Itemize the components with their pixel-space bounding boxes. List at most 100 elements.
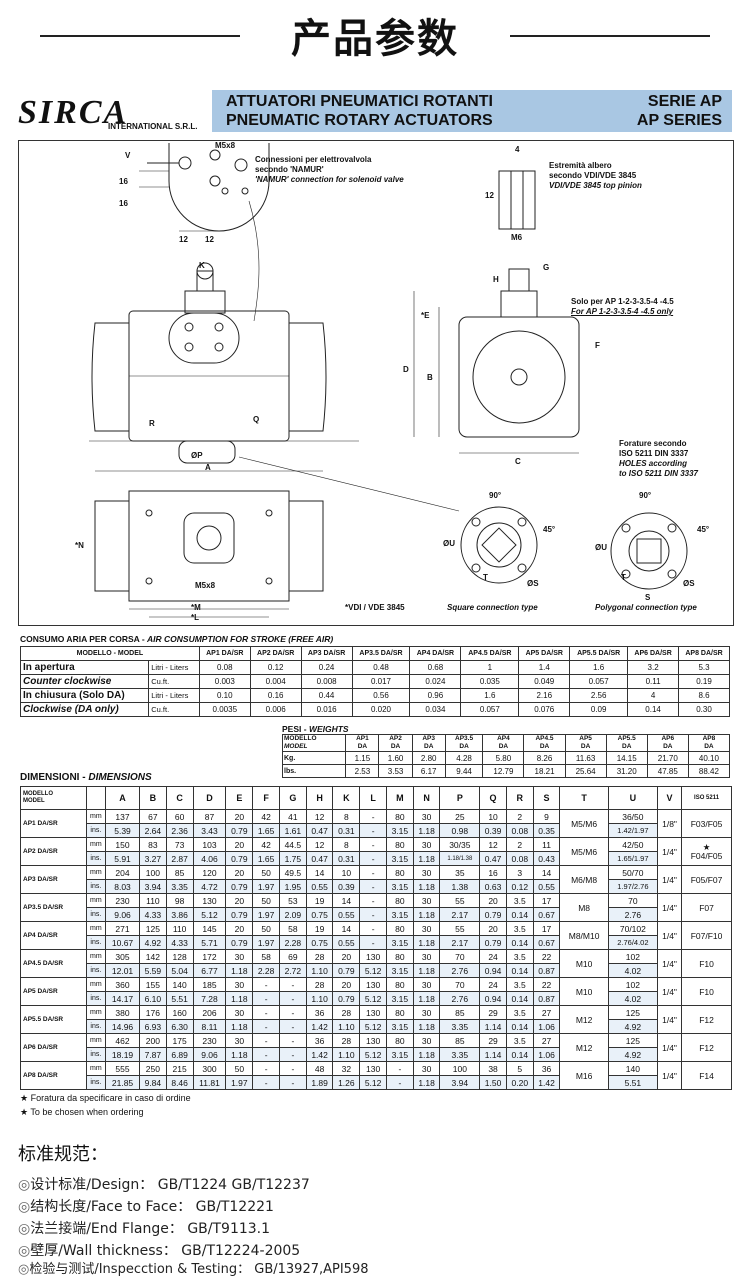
weights-cell: 88.42: [687, 764, 731, 778]
dims-cell: 103: [192, 837, 227, 852]
dims-cell: 185: [192, 977, 227, 992]
air-cell: 3.2: [627, 660, 680, 675]
dims-cell: 204: [105, 865, 140, 880]
dims-cell: 20: [479, 921, 507, 936]
dims-cell: 1.18: [412, 823, 441, 838]
title-english: PNEUMATIC ROTARY ACTUATORS: [226, 112, 493, 129]
dim-label-G: G: [543, 263, 550, 272]
dims-cell-V: 1/4": [656, 1061, 683, 1090]
dims-cell: 1.18: [412, 907, 441, 922]
dims-cell-iso: F10: [681, 977, 732, 1006]
dims-cell: 42: [252, 837, 280, 852]
dims-unit-ins: ins.: [85, 851, 107, 866]
dim-label-M6: M6: [511, 233, 523, 242]
air-cell: 0.020: [351, 702, 411, 717]
dims-cell: 176: [139, 1005, 167, 1020]
dims-cell: 69: [278, 949, 307, 964]
dim-label-V: V: [125, 151, 131, 160]
dims-cell-T: M5/M6: [559, 809, 609, 838]
dims-iso-value: F14: [699, 1070, 714, 1081]
weights-row-unit: lbs.: [281, 764, 347, 778]
dims-cell: 1.10: [332, 1047, 361, 1062]
dims-cell-V: 1/4": [656, 837, 683, 866]
dims-cell: 0.79: [225, 935, 254, 950]
dims-cell: 87: [192, 809, 227, 824]
dims-cell: 0.39: [479, 823, 507, 838]
square-connection: [460, 506, 538, 584]
solo-note-it: Solo per AP 1-2-3-3.5-4 -4.5: [571, 297, 674, 306]
dims-cell: 4.06: [192, 851, 227, 866]
footnote-en: ★ To be chosen when ordering: [20, 1107, 144, 1118]
namur-note-en: 'NAMUR' connection for solenoid valve: [255, 175, 404, 184]
dims-cell: 1.18: [225, 1047, 254, 1062]
dims-cell: 20: [225, 865, 254, 880]
dim-label-S3: S: [645, 593, 651, 602]
dims-cell: 2.28: [278, 935, 307, 950]
dims-cell: 73: [165, 837, 194, 852]
dims-cell: -: [359, 865, 387, 880]
air-cell: 2.16: [518, 688, 571, 703]
dim-label-D: D: [403, 365, 409, 374]
page-title: 产品参数: [291, 16, 459, 62]
dims-cell-U-ins: 1.97/2.76: [607, 879, 658, 894]
dims-cell: 0.35: [532, 823, 561, 838]
dims-cell: 30: [225, 1005, 254, 1020]
dims-cell-U-ins: 1.42/1.97: [607, 823, 658, 838]
dims-cell: 3.5: [505, 921, 534, 936]
dims-cell: 3.5: [505, 893, 534, 908]
weights-cell: 9.44: [444, 764, 484, 778]
dims-cell: 0.31: [332, 851, 361, 866]
dims-cell: 130: [359, 977, 387, 992]
dims-unit-ins: ins.: [85, 1019, 107, 1034]
dims-cell: 130: [192, 893, 227, 908]
dims-cell: 14: [532, 865, 561, 880]
dims-cell: 21.85: [105, 1075, 140, 1090]
namur-note-it: Connessioni per elettrovalvola: [255, 155, 372, 164]
dims-cell: 6.77: [192, 963, 227, 978]
dims-cell: 9: [532, 809, 561, 824]
air-cell: 0.24: [300, 660, 353, 675]
vdi-note: *VDI / VDE 3845: [345, 603, 405, 612]
dims-cell: 0.43: [532, 851, 561, 866]
air-row-label: Counter clockwise: [19, 674, 150, 689]
air-cell: 0.057: [569, 674, 629, 689]
dims-cell: 30: [412, 977, 441, 992]
dims-col-header: B: [139, 786, 167, 810]
namur-flange: [168, 143, 270, 232]
air-header-model: MODELLO - MODEL: [20, 646, 200, 661]
dims-cell: 80: [385, 837, 414, 852]
dims-col-header: T: [559, 786, 609, 810]
dims-col-header: N: [412, 786, 441, 810]
dims-cell: 0.94: [479, 963, 507, 978]
weights-col-model: AP3: [422, 735, 436, 742]
dims-cell: 9.06: [192, 1047, 227, 1062]
dims-iso-value: F10: [699, 986, 714, 997]
bullet-icon: ◎: [18, 1177, 31, 1193]
dims-cell: 10: [479, 809, 507, 824]
dims-cell: 80: [385, 865, 414, 880]
actuator-body-side: [458, 316, 580, 438]
weights-col-model: AP8: [702, 735, 716, 742]
dims-cell: -: [359, 879, 387, 894]
dim-label-M5x8: M5x8: [215, 141, 236, 150]
dims-cell: 120: [192, 865, 227, 880]
dims-cell: 1.38: [439, 879, 481, 894]
dims-cell: 1.42: [305, 1047, 334, 1062]
dims-cell: 0.12: [505, 879, 534, 894]
dims-cell: 2.76: [439, 991, 481, 1006]
dims-model-name: AP8 DA/SR: [20, 1061, 87, 1090]
dims-cell-T: M10: [559, 949, 609, 978]
dims-cell: 36: [305, 1005, 334, 1020]
dims-cell-T: M6/M8: [559, 865, 609, 894]
dims-cell: 2.28: [252, 963, 280, 978]
dims-cell: 12.01: [105, 963, 140, 978]
weights-col-model: AP4.5: [535, 735, 554, 742]
